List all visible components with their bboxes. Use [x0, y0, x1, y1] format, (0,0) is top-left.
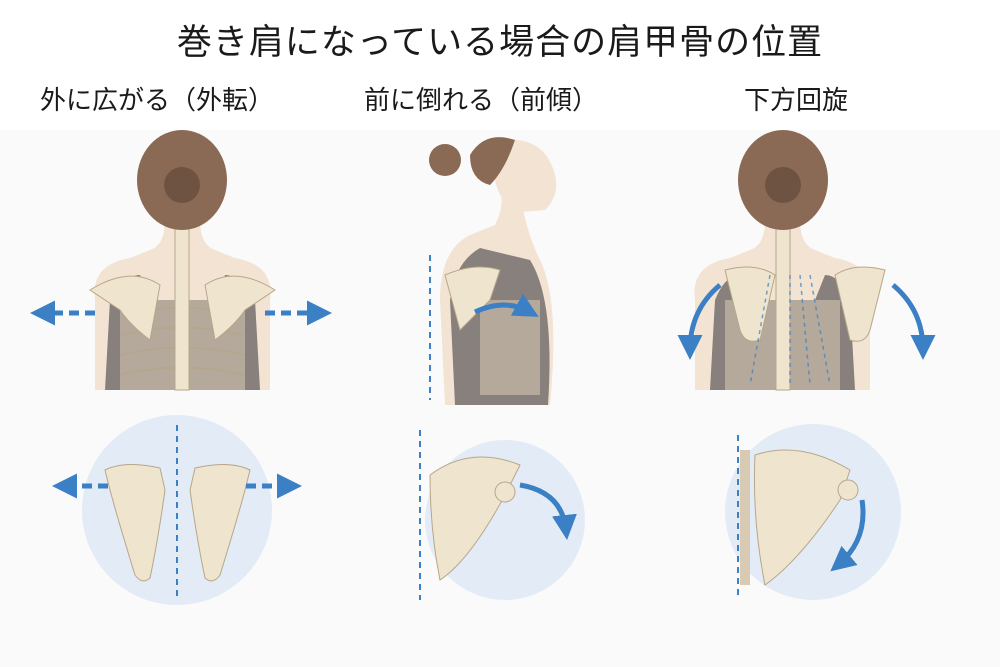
scapula-rotated: [753, 449, 851, 586]
label-downward-rotation: 下方回旋: [744, 86, 849, 116]
figure-back-abduction: [89, 130, 276, 391]
scapula-right: [189, 464, 251, 582]
humeral-head: [494, 481, 516, 503]
figure-back-downward-rotation: [694, 130, 886, 391]
detail-circle-1: [82, 415, 272, 605]
label-anterior-tilt: 前に倒れる（前傾）: [364, 86, 599, 116]
arrow-tilt-detail: [519, 482, 577, 540]
label-abduction: 外に広がる（外転）: [40, 86, 275, 116]
arrow-tilt-forward: [473, 293, 539, 317]
scapula-left: [104, 464, 166, 582]
humeral-head-rotated: [837, 479, 859, 501]
arrow-rotate-right: [891, 283, 936, 360]
page-title: 巻き肩になっている場合の肩甲骨の位置: [176, 23, 824, 63]
arrow-rotate-left: [677, 283, 722, 360]
arrow-rotate-detail: [830, 499, 866, 572]
